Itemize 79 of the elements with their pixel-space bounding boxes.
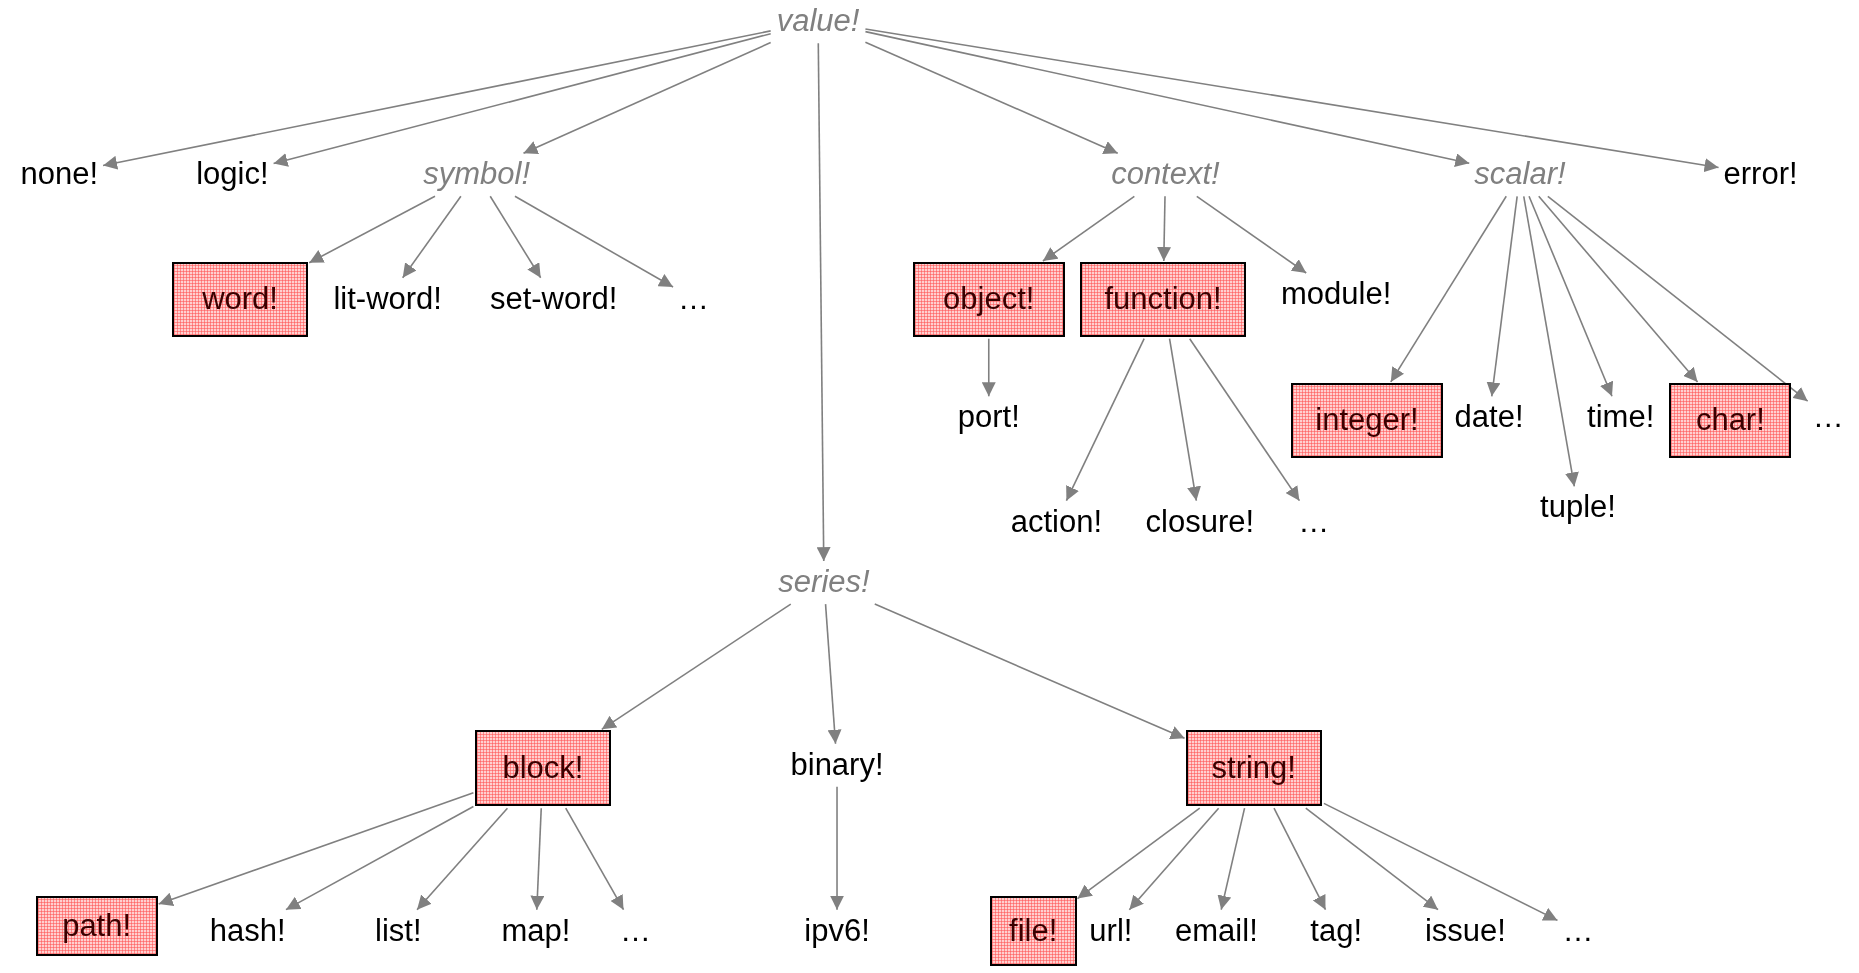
highlighted-type-box: block! <box>475 730 611 807</box>
type-label: … <box>1558 910 1598 951</box>
arrow <box>864 41 1119 155</box>
type-label: action! <box>1006 501 1106 542</box>
abstract-type-label: value! <box>772 1 864 42</box>
arrow <box>272 32 772 167</box>
type-label: tuple! <box>1536 487 1620 528</box>
type-label: date! <box>1450 397 1528 438</box>
arrow <box>1188 337 1301 502</box>
type-label: port! <box>953 397 1024 438</box>
type-label: closure! <box>1141 501 1259 542</box>
highlighted-type-box: string! <box>1185 730 1322 807</box>
abstract-type-label: context! <box>1107 154 1224 195</box>
arrow <box>864 28 1720 173</box>
arrow <box>1537 195 1699 383</box>
abstract-type-label: scalar! <box>1470 154 1570 195</box>
highlighted-type-box: path! <box>35 896 158 956</box>
arrow <box>864 30 1471 168</box>
type-label: hash! <box>205 910 290 951</box>
arrow <box>1042 195 1136 262</box>
type-label: logic! <box>192 154 273 195</box>
type-label: issue! <box>1420 910 1510 951</box>
type-label: lit-word! <box>329 278 446 319</box>
type-label: error! <box>1719 154 1802 195</box>
highlighted-type-box: word! <box>171 262 309 337</box>
arrow <box>401 195 462 279</box>
arrow <box>824 603 842 745</box>
arrow <box>1522 195 1579 488</box>
arrow <box>1076 807 1201 900</box>
arrow <box>1486 195 1518 398</box>
type-label: … <box>1294 501 1334 542</box>
arrow <box>981 337 996 398</box>
arrow <box>1547 195 1809 402</box>
type-label: binary! <box>786 744 888 785</box>
arrow <box>285 805 475 911</box>
arrow <box>1157 195 1172 262</box>
type-label: … <box>615 910 655 951</box>
arrow <box>157 792 475 906</box>
arrow <box>1065 337 1145 502</box>
arrow <box>514 195 674 288</box>
arrow <box>1217 807 1246 911</box>
arrow <box>1323 802 1559 922</box>
abstract-type-label: symbol! <box>419 154 534 195</box>
type-label: url! <box>1085 910 1137 951</box>
arrow <box>564 807 625 911</box>
abstract-type-label: series! <box>774 562 874 603</box>
arrow <box>1390 195 1508 383</box>
arrow <box>416 807 509 911</box>
arrow <box>522 41 772 155</box>
type-label: list! <box>371 910 426 951</box>
type-label: … <box>1808 397 1848 438</box>
arrow <box>1128 807 1220 911</box>
arrow <box>1168 337 1201 502</box>
arrow <box>530 807 545 911</box>
highlighted-type-box: object! <box>912 262 1065 337</box>
type-label: … <box>674 278 714 319</box>
type-label: map! <box>497 910 575 951</box>
arrow <box>600 603 792 731</box>
arrow <box>1305 807 1439 911</box>
type-label: time! <box>1583 397 1659 438</box>
arrow <box>489 195 542 279</box>
arrow <box>830 785 844 911</box>
arrow <box>1528 195 1614 398</box>
arrow <box>308 195 436 264</box>
type-label: tag! <box>1306 910 1366 951</box>
type-label: none! <box>16 154 103 195</box>
arrow <box>816 42 831 562</box>
arrow <box>873 603 1186 740</box>
highlighted-type-box: char! <box>1669 382 1792 458</box>
type-label: module! <box>1277 274 1396 314</box>
arrow <box>102 30 772 170</box>
highlighted-type-box: file! <box>989 896 1077 967</box>
arrow <box>1196 195 1307 274</box>
arrow <box>1273 807 1327 911</box>
type-label: ipv6! <box>800 910 874 951</box>
highlighted-type-box: function! <box>1080 262 1247 337</box>
type-label: set-word! <box>485 278 622 319</box>
type-label: email! <box>1171 910 1262 951</box>
highlighted-type-box: integer! <box>1291 382 1443 458</box>
